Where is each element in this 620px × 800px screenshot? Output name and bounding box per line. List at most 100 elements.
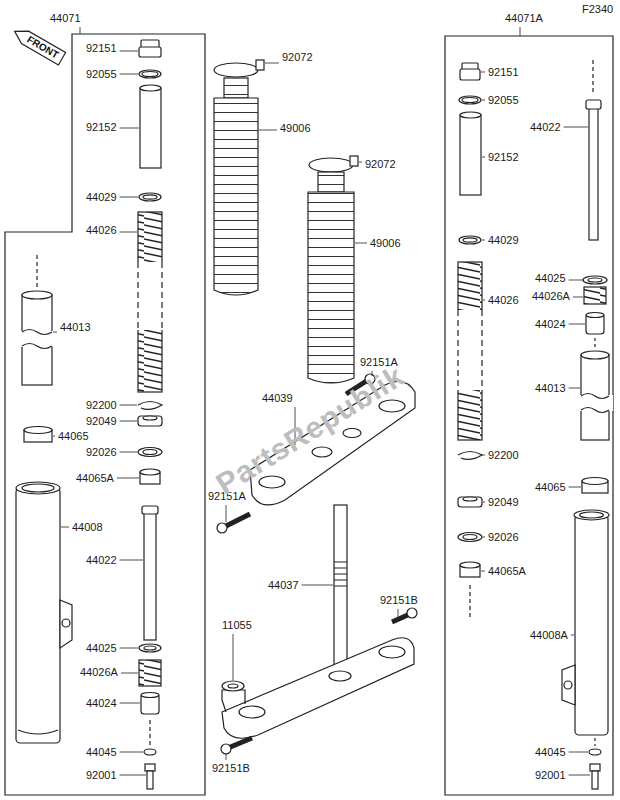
part-number: 92151B: [212, 762, 250, 775]
leader-line: [80, 27, 81, 34]
leader-line: [120, 74, 138, 75]
assembly-number: 44071A: [505, 12, 543, 25]
part-number: 92026: [488, 531, 519, 544]
leader-line: [226, 753, 227, 760]
part-number: 44045: [86, 746, 117, 759]
part-number: 44039: [262, 392, 293, 405]
part-number: 44022: [86, 554, 117, 567]
leader-line: [265, 63, 279, 64]
leader-line: [61, 527, 69, 528]
leader-line: [569, 487, 581, 488]
leader-line: [120, 775, 146, 776]
part-number: 44065: [535, 481, 566, 494]
part-number: 44065: [58, 430, 89, 443]
leader-line: [571, 635, 574, 636]
part-number: 92049: [86, 415, 117, 428]
leader-line: [564, 127, 588, 128]
part-number: 92151: [86, 42, 117, 55]
part-number: 44022: [530, 121, 561, 134]
leader-line: [481, 72, 485, 73]
leader-line: [233, 634, 234, 680]
leader-line: [120, 752, 143, 753]
leader-line: [482, 240, 485, 241]
leader-line: [569, 280, 583, 281]
part-number: 92001: [86, 769, 117, 782]
leader-line: [359, 162, 362, 163]
leader-line: [53, 332, 57, 333]
leader-line: [483, 300, 485, 301]
part-number: 44026: [488, 294, 519, 307]
part-number: 92001: [535, 769, 566, 782]
leader-line: [573, 297, 583, 298]
leader-line: [120, 197, 138, 198]
leader-line: [569, 775, 590, 776]
leader-line: [302, 585, 333, 586]
leader-line: [520, 27, 521, 36]
leader-line: [121, 673, 138, 674]
leader-line: [226, 505, 227, 522]
leader-line: [569, 752, 588, 753]
direction-label: FRONT: [10, 24, 67, 66]
leader-line: [120, 128, 139, 129]
part-number: 44037: [268, 579, 299, 592]
leader-line: [120, 51, 138, 52]
leader-line: [120, 703, 140, 704]
part-number: 92049: [488, 496, 519, 509]
part-number: 92026: [86, 446, 117, 459]
part-number: 92055: [86, 68, 117, 81]
assembly-bracket: [445, 36, 613, 795]
part-number: 92152: [86, 121, 117, 134]
part-number: 92151: [488, 66, 519, 79]
part-number: 44013: [60, 321, 91, 334]
leader-line: [120, 452, 137, 453]
part-number: 92152: [488, 151, 519, 164]
assembly-bracket: [5, 34, 205, 795]
leader-line: [483, 502, 485, 503]
part-number: 44065A: [76, 472, 114, 485]
leader-line: [120, 421, 137, 422]
leader-line: [482, 100, 485, 101]
part-number: 49006: [370, 237, 401, 250]
part-number: 92200: [86, 399, 117, 412]
leader-line: [483, 537, 485, 538]
part-number: 44045: [535, 746, 566, 759]
leader-line: [398, 609, 399, 618]
leader-line: [569, 388, 580, 389]
part-number: 92200: [488, 449, 519, 462]
leader-line: [53, 436, 55, 437]
leader-line: [482, 157, 485, 158]
leader-line: [569, 324, 585, 325]
part-number: 44024: [535, 318, 566, 331]
part-number: 44025: [86, 642, 117, 655]
leader-line: [481, 571, 485, 572]
assembly-number: 44071: [50, 12, 81, 25]
part-number: 44008A: [530, 629, 568, 642]
part-number: 44065A: [488, 565, 526, 578]
part-number: 44029: [86, 191, 117, 204]
part-number: 92055: [488, 94, 519, 107]
part-number: 49006: [280, 122, 311, 135]
leader-line: [259, 130, 277, 131]
leader-line: [355, 243, 367, 244]
part-number: 44008: [72, 521, 103, 534]
part-number: 44029: [488, 234, 519, 247]
part-number: 44024: [86, 697, 117, 710]
leader-line: [117, 478, 139, 479]
part-number: 44026A: [532, 290, 570, 303]
part-number: 44026A: [80, 666, 118, 679]
part-number: 44025: [535, 272, 566, 285]
part-number: 92072: [365, 158, 396, 171]
leader-line: [481, 455, 485, 456]
part-number: 44013: [535, 382, 566, 395]
part-number: 92072: [282, 51, 313, 64]
leader-line: [120, 405, 137, 406]
part-number: 92151B: [380, 594, 418, 607]
leader-line: [120, 232, 137, 233]
leader-line: [120, 560, 143, 561]
figure-code: F2340: [582, 3, 613, 16]
leader-line: [120, 648, 138, 649]
part-number: 44026: [86, 224, 117, 237]
part-number: 11055: [222, 619, 252, 632]
front-arrow: FRONT: [10, 24, 67, 66]
